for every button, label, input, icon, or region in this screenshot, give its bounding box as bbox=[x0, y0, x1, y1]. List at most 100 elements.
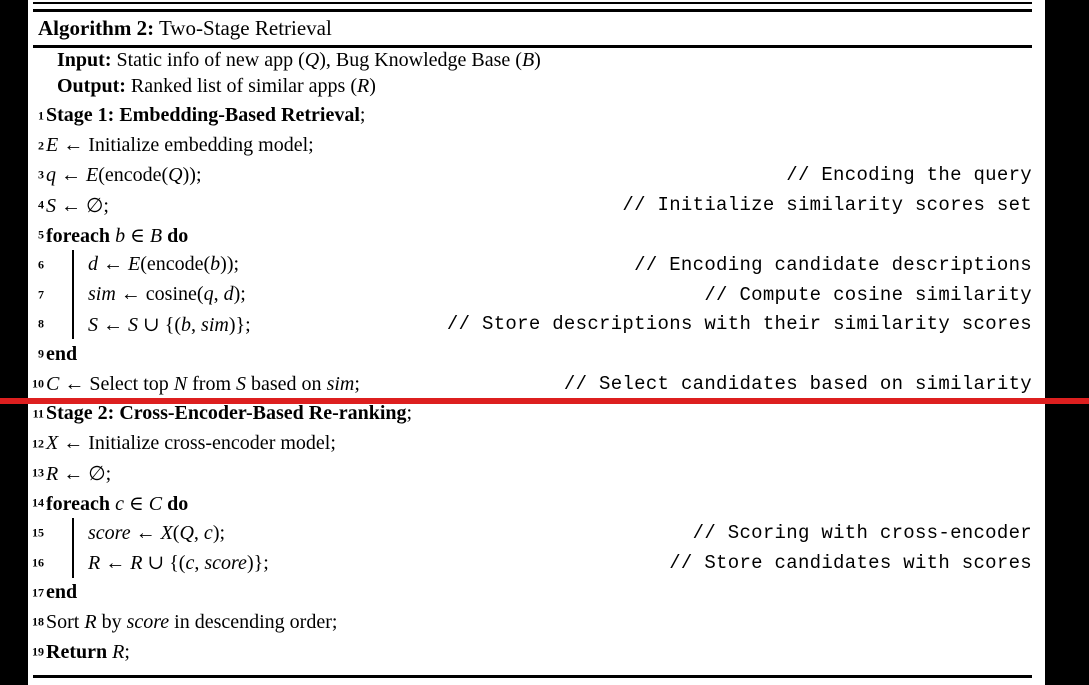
block-indent-bar bbox=[72, 518, 74, 548]
statement: R ← R ∪ {(c, score)}; bbox=[46, 550, 269, 575]
text-segment: Ranked list of similar apps ( bbox=[125, 74, 357, 97]
text-segment: ← Select top bbox=[59, 372, 174, 395]
text-segment: E bbox=[46, 134, 59, 157]
statement: Sort R by score in descending order; bbox=[46, 611, 337, 634]
red-annotation-line bbox=[0, 398, 1089, 404]
block-indent-bar bbox=[72, 547, 74, 578]
text-segment: , bbox=[194, 552, 205, 575]
line-number: 18 bbox=[32, 614, 44, 629]
block-indent-bar bbox=[72, 309, 74, 340]
comment: // Select candidates based on similarity bbox=[563, 373, 1032, 396]
text-segment: sim bbox=[326, 372, 355, 395]
algorithm-title-label: Algorithm 2: bbox=[38, 16, 155, 40]
text-segment: end bbox=[46, 342, 78, 365]
text-segment: ← bbox=[130, 521, 161, 544]
text-segment: (encode( bbox=[140, 253, 211, 276]
block-indent-bar bbox=[72, 249, 74, 280]
text-segment: S bbox=[46, 194, 56, 217]
text-segment: ← bbox=[98, 253, 128, 276]
line-number: 7 bbox=[38, 287, 44, 302]
text-segment: ← Initialize embedding model; bbox=[58, 134, 314, 157]
text-segment: R bbox=[112, 640, 125, 663]
text-segment: b bbox=[210, 253, 221, 276]
line-number: 10 bbox=[32, 376, 44, 391]
statement: foreach c ∈ C do bbox=[46, 491, 188, 516]
algorithm-box: Algorithm 2: Two-Stage Retrieval Input: … bbox=[28, 0, 1045, 685]
statement: Stage 1: Embedding-Based Retrieval; bbox=[46, 104, 365, 127]
text-segment: c bbox=[203, 521, 213, 544]
statement: S ← S ∪ {(b, sim)}; bbox=[46, 312, 251, 337]
title-separator-rule bbox=[33, 45, 1032, 48]
algorithm-title-name: Two-Stage Retrieval bbox=[154, 16, 332, 40]
comment: // Store candidates with scores bbox=[669, 551, 1032, 574]
bottom-rule bbox=[33, 675, 1032, 678]
comment: // Compute cosine similarity bbox=[704, 283, 1032, 306]
text-segment: ; bbox=[406, 402, 413, 425]
text-segment: C bbox=[148, 492, 163, 515]
text-segment: ← bbox=[56, 163, 86, 186]
text-segment: E bbox=[128, 253, 141, 276]
comment: // Encoding candidate descriptions bbox=[634, 253, 1032, 276]
text-segment: d bbox=[223, 283, 234, 306]
text-segment: ∈ bbox=[125, 224, 150, 247]
top-rule-thin bbox=[33, 2, 1032, 4]
statement: X ← Initialize cross-encoder model; bbox=[46, 432, 336, 455]
text-segment: ); bbox=[212, 521, 226, 544]
text-segment: foreach bbox=[46, 224, 116, 247]
text-segment: , bbox=[191, 313, 202, 336]
text-segment: ← bbox=[100, 552, 131, 575]
comment: // Encoding the query bbox=[786, 164, 1032, 187]
text-segment: )}; bbox=[228, 313, 251, 336]
text-segment: )); bbox=[220, 253, 240, 276]
text-segment: Output: bbox=[57, 74, 126, 97]
text-segment: , bbox=[213, 283, 224, 306]
statement: R ← ∅; bbox=[46, 461, 111, 486]
text-segment: Q bbox=[304, 48, 320, 71]
text-segment: ← ∅; bbox=[56, 194, 109, 217]
block-indent-bar bbox=[72, 279, 74, 310]
io-line: Input: Static info of new app (Q), Bug K… bbox=[28, 47, 1045, 73]
text-segment: by bbox=[96, 610, 127, 633]
text-segment: R bbox=[356, 74, 370, 97]
text-segment: B bbox=[149, 224, 163, 247]
text-segment: Sort bbox=[46, 610, 85, 633]
text-segment: )); bbox=[182, 163, 202, 186]
text-segment: do bbox=[167, 492, 189, 515]
text-segment: b bbox=[181, 313, 192, 336]
line-number: 2 bbox=[38, 138, 44, 153]
line-number: 13 bbox=[32, 465, 44, 480]
text-segment: score bbox=[204, 552, 247, 575]
text-segment: , bbox=[193, 521, 204, 544]
line-number: 6 bbox=[38, 257, 44, 272]
line-number: 11 bbox=[32, 406, 44, 421]
text-segment: R bbox=[84, 610, 97, 633]
text-segment: sim bbox=[201, 313, 229, 336]
text-segment: ), Bug Knowledge Base ( bbox=[319, 48, 522, 71]
text-segment: R bbox=[130, 552, 143, 575]
statement: foreach b ∈ B do bbox=[46, 223, 188, 248]
text-segment: Stage 2: Cross-Encoder-Based Re-ranking bbox=[46, 402, 407, 425]
text-segment: q bbox=[46, 163, 56, 186]
text-segment: sim bbox=[88, 283, 116, 306]
text-segment: E bbox=[86, 163, 99, 186]
line-number: 5 bbox=[38, 227, 44, 242]
statement: Stage 2: Cross-Encoder-Based Re-ranking; bbox=[46, 402, 412, 425]
text-segment: q bbox=[203, 283, 214, 306]
line-number: 4 bbox=[38, 197, 44, 212]
text-segment: Q bbox=[168, 163, 183, 186]
